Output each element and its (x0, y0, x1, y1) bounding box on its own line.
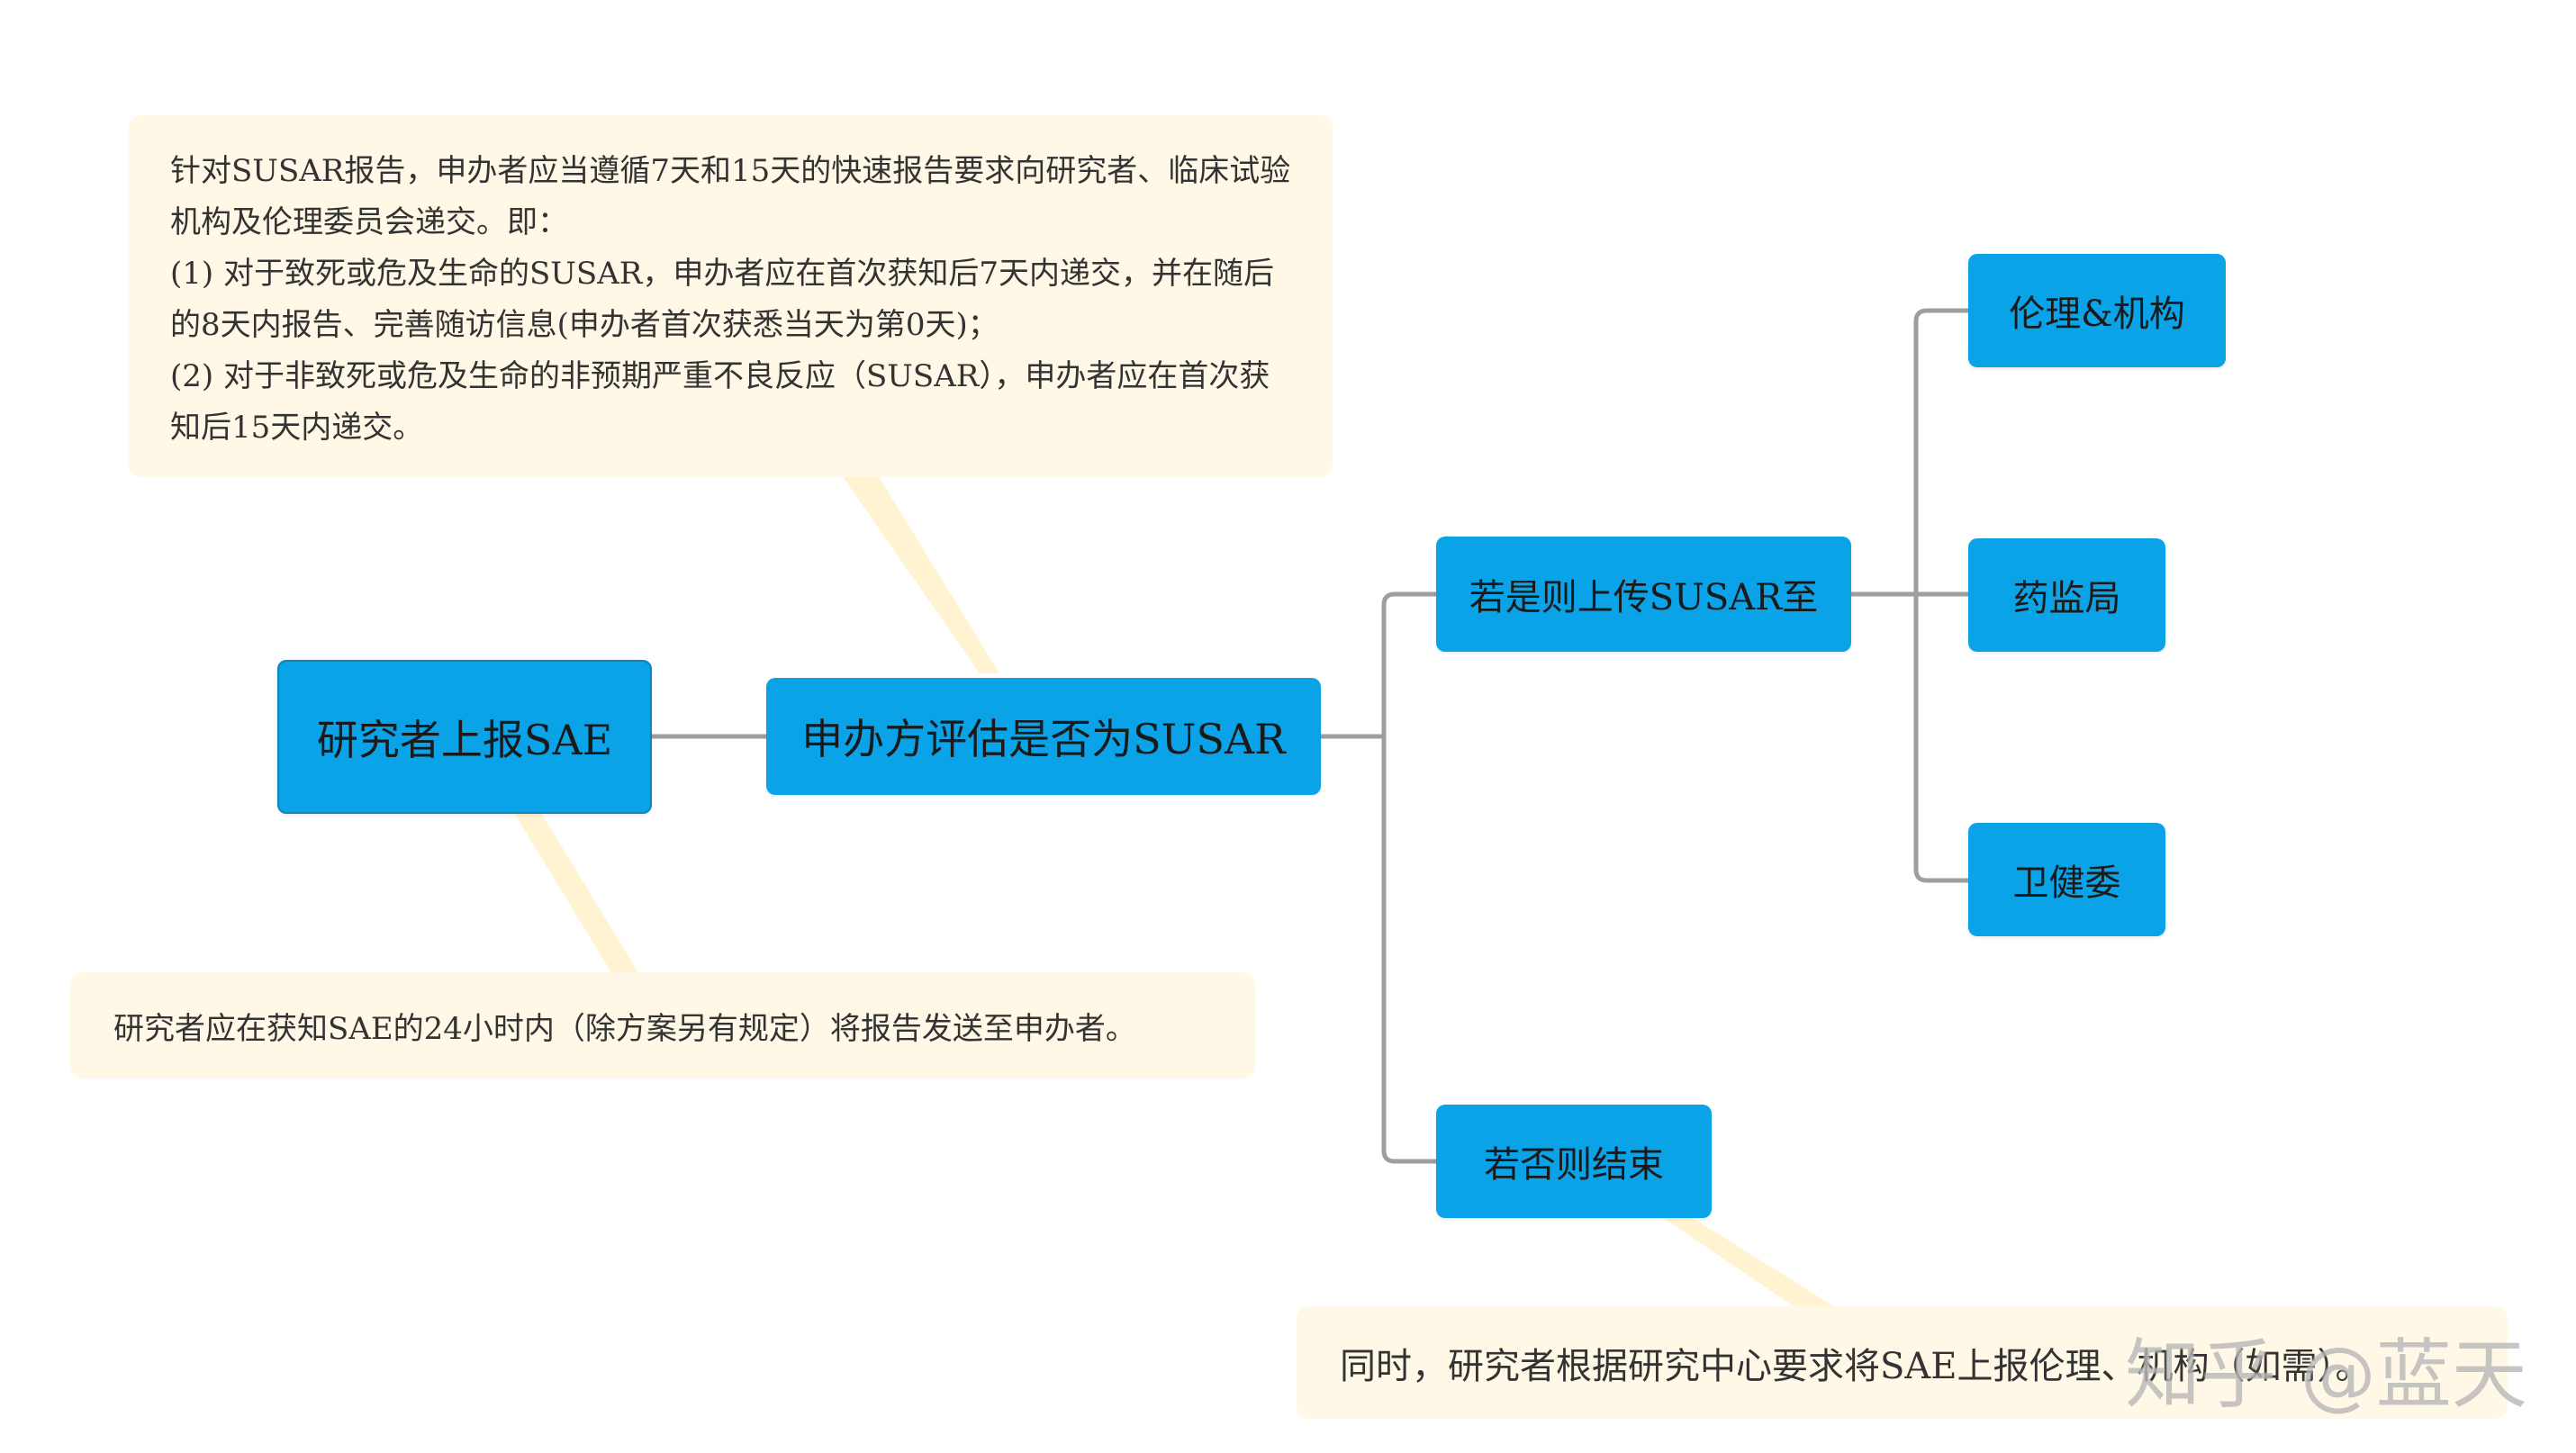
node-yes-label: 若是则上传SUSAR至 (1469, 577, 1819, 618)
note-site-reporting: 同时，研究者根据研究中心要求将SAE上报伦理、机构（如需）。 (1297, 1306, 2508, 1419)
node-if-no-end[interactable]: 若否则结束 (1436, 1105, 1712, 1218)
node-nhc-label: 卫健委 (2012, 862, 2121, 904)
node-drug-regulator[interactable]: 药监局 (1968, 538, 2165, 652)
note-left-text: 研究者应在获知SAE的24小时内（除方案另有规定）将报告发送至申办者。 (113, 1010, 1136, 1047)
watermark: 知乎 @蓝天 (2125, 1331, 2527, 1419)
node-root-label: 研究者上报SAE (316, 715, 613, 764)
note-sae-24h: 研究者应在获知SAE的24小时内（除方案另有规定）将报告发送至申办者。 (70, 972, 1255, 1078)
note-top-line-3: (2) 对于非致死或危及生命的非预期严重不良反应（SUSAR），申办者应在首次获… (170, 358, 1270, 446)
node-health-commission[interactable]: 卫健委 (1968, 823, 2165, 936)
node-sponsor-evaluate-susar[interactable]: 申办方评估是否为SUSAR (766, 678, 1321, 795)
note-susar-reporting: 针对SUSAR报告，申办者应当遵循7天和15天的快速报告要求向研究者、临床试验机… (129, 115, 1333, 477)
connector-yes-targets (1851, 308, 1968, 883)
connector-main-branches (1321, 591, 1436, 1164)
node-no-label: 若否则结束 (1484, 1144, 1664, 1186)
node-if-yes-upload[interactable]: 若是则上传SUSAR至 (1436, 537, 1851, 652)
note-pointer-left (511, 808, 639, 974)
node-investigator-report-sae[interactable]: 研究者上报SAE (277, 660, 652, 814)
note-pointer-top (842, 475, 999, 673)
node-main-label: 申办方评估是否为SUSAR (801, 715, 1286, 763)
node-ethics-institution[interactable]: 伦理&机构 (1968, 254, 2226, 367)
note-top-line-2: (1) 对于致死或危及生命的SUSAR，申办者应在首次获知后7天内递交，并在随后… (170, 256, 1274, 343)
note-pointer-bottom (1657, 1214, 1837, 1308)
node-nmpa-label: 药监局 (2012, 578, 2121, 619)
node-ethics-label: 伦理&机构 (2009, 293, 2185, 335)
note-bottom-text: 同时，研究者根据研究中心要求将SAE上报伦理、机构（如需）。 (1340, 1345, 2372, 1387)
note-top-line-1: 针对SUSAR报告，申办者应当遵循7天和15天的快速报告要求向研究者、临床试验机… (170, 153, 1291, 240)
